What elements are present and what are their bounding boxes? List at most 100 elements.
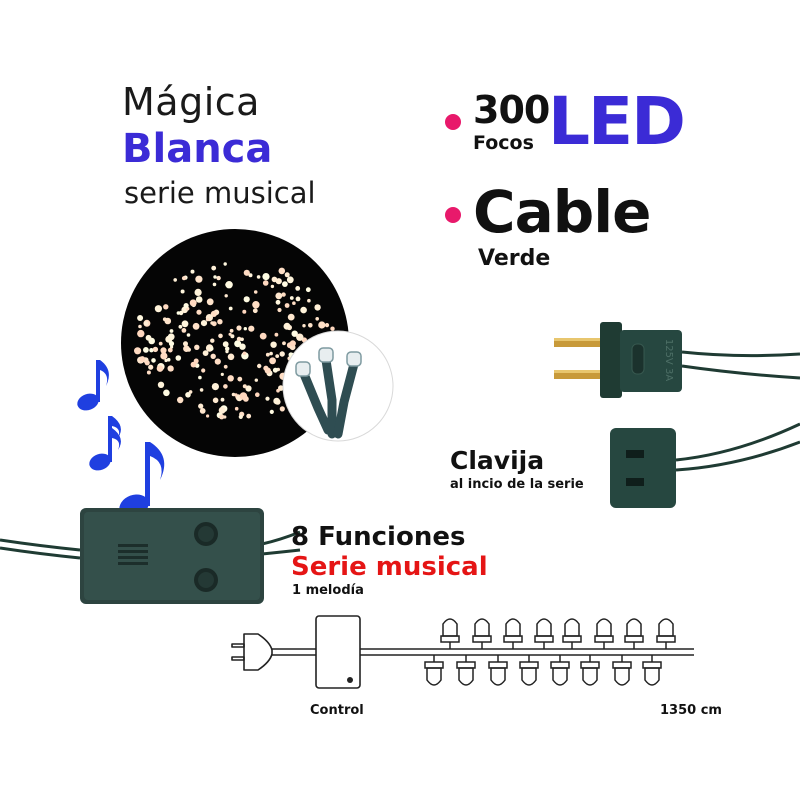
light-dot xyxy=(295,296,301,302)
light-dot xyxy=(269,351,273,356)
light-dot xyxy=(284,272,290,278)
light-dot xyxy=(275,299,281,305)
light-dot xyxy=(264,367,271,374)
plug-title: Clavija xyxy=(450,446,545,475)
light-dot xyxy=(270,341,277,348)
light-dot xyxy=(173,278,177,282)
light-dot xyxy=(189,299,197,307)
light-dot xyxy=(185,392,191,398)
light-dot xyxy=(222,341,229,348)
light-dot xyxy=(223,364,228,369)
led-bulb-icon xyxy=(440,618,460,649)
light-dot xyxy=(206,414,210,418)
light-dot xyxy=(156,365,164,372)
light-dot xyxy=(286,276,294,284)
plug-subtitle: al incio de la serie xyxy=(450,477,584,492)
led-bulb-icon xyxy=(594,618,614,649)
music-note-icon xyxy=(77,360,109,411)
light-dot xyxy=(210,321,214,325)
light-dot xyxy=(230,334,235,339)
light-dot xyxy=(146,370,151,375)
light-dot xyxy=(269,357,276,365)
light-dot xyxy=(218,333,223,339)
light-dot xyxy=(139,356,146,363)
light-dot xyxy=(281,292,286,297)
light-dot xyxy=(248,325,255,332)
light-dot xyxy=(257,363,262,369)
socket-icon xyxy=(610,422,800,508)
light-dot xyxy=(190,269,195,274)
light-dot xyxy=(279,406,285,412)
light-dot xyxy=(330,326,335,331)
light-dot xyxy=(272,367,278,373)
light-dot xyxy=(181,328,187,333)
light-dot xyxy=(220,372,224,376)
light-dot xyxy=(291,330,298,337)
light-dot xyxy=(275,292,283,300)
light-dot xyxy=(217,319,223,325)
light-dot xyxy=(308,323,313,328)
light-dot xyxy=(160,347,167,354)
length-label: 1350 cm xyxy=(660,703,722,718)
light-dot xyxy=(283,322,291,330)
title-line-blanca: Blanca xyxy=(122,126,273,172)
light-dot xyxy=(134,347,142,355)
light-dot xyxy=(242,384,247,389)
light-dot xyxy=(324,323,330,328)
light-dot xyxy=(163,304,169,310)
bullet-dot-icon xyxy=(445,207,461,223)
string-lights-photo xyxy=(121,229,349,457)
light-dot xyxy=(278,267,286,275)
light-dot xyxy=(167,333,175,341)
light-dot xyxy=(275,278,282,285)
light-dot xyxy=(265,352,270,357)
light-dot xyxy=(157,381,165,388)
light-dot xyxy=(144,360,150,366)
led-bulb-icon xyxy=(456,655,476,686)
led-bulb-icon xyxy=(424,655,444,686)
light-dot xyxy=(236,336,242,342)
light-dot xyxy=(196,309,202,315)
led-count: 300 xyxy=(473,88,550,132)
bullet-dot-icon xyxy=(445,114,461,130)
light-dot xyxy=(223,262,227,266)
light-dot xyxy=(163,389,170,397)
light-dot xyxy=(289,296,294,300)
led-bulb-icon xyxy=(612,655,632,686)
led-bulb-icon xyxy=(656,618,676,649)
light-dot xyxy=(237,376,243,382)
light-dot xyxy=(199,388,204,392)
light-dot xyxy=(252,308,258,314)
light-dot xyxy=(199,408,206,414)
functions-melody: 1 melodía xyxy=(292,583,364,598)
light-dot xyxy=(246,413,252,419)
light-dot xyxy=(236,325,242,331)
light-dot xyxy=(234,406,239,411)
light-dot xyxy=(160,352,168,360)
functions-musical: Serie musical xyxy=(291,552,488,582)
led-bulb-icon xyxy=(550,655,570,686)
light-dot xyxy=(240,337,244,342)
light-dot xyxy=(143,321,149,326)
light-dot xyxy=(282,281,288,287)
control-box-diagram xyxy=(315,615,361,689)
light-dot xyxy=(234,340,242,348)
light-dot xyxy=(227,353,235,361)
light-dot xyxy=(259,332,267,340)
light-dot xyxy=(302,324,306,328)
light-dot xyxy=(145,334,152,341)
light-dot xyxy=(158,341,163,346)
led-bulb-icon xyxy=(642,655,662,686)
light-dot xyxy=(202,350,209,356)
title-line-magica: Mágica xyxy=(122,80,260,124)
light-dot xyxy=(284,303,290,308)
light-dot xyxy=(277,307,282,313)
light-dot xyxy=(177,396,184,404)
light-dot xyxy=(223,384,228,389)
light-dot xyxy=(212,397,219,404)
light-dot xyxy=(209,346,214,351)
light-dot xyxy=(181,320,189,328)
light-dot xyxy=(169,367,174,372)
light-dot xyxy=(164,358,168,363)
light-dot xyxy=(200,320,208,327)
